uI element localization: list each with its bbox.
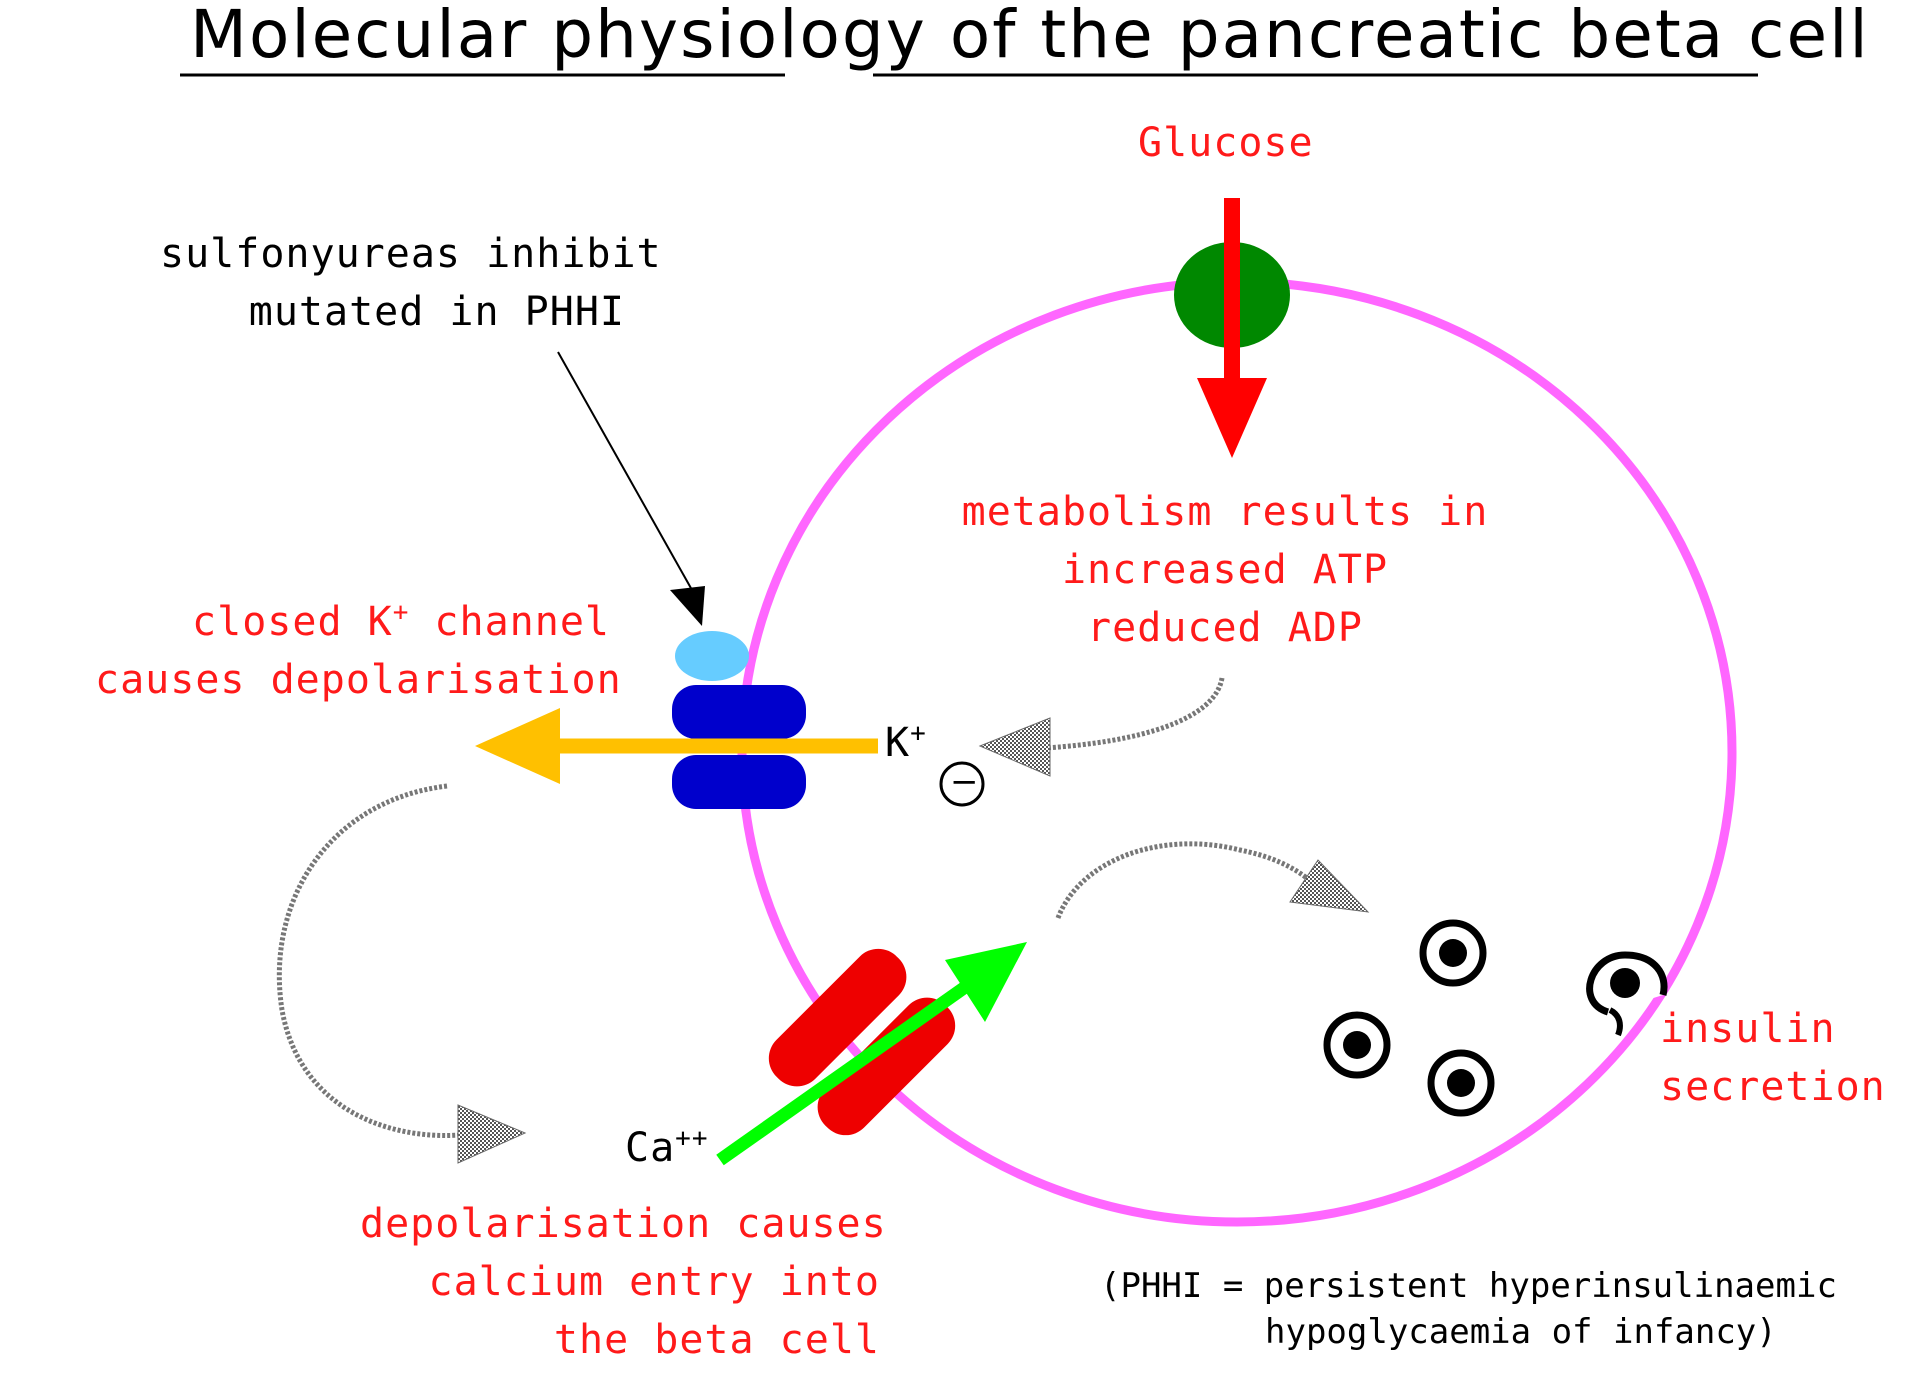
insulin-vesicle [1323, 1011, 1391, 1079]
minus-circle [939, 761, 985, 807]
ca-entry-arrow-head [945, 942, 1027, 1022]
page-title: Molecular physiology of the pancreatic b… [190, 0, 1870, 73]
sulfonyurea-pointer-line [557, 351, 693, 591]
depolarisation-loop-arrowhead [457, 1104, 527, 1164]
atp-inhibition-arrowhead [978, 717, 1051, 777]
phhi-line-2: hypoglycaemia of infancy) [1265, 1312, 1777, 1352]
closed-k-line-1: closed K+ channel [192, 597, 610, 645]
insulin-line-2: secretion [1660, 1064, 1886, 1110]
sulfonyurea-line-2: mutated in PHHI [248, 289, 625, 335]
minus-sign: − [950, 762, 979, 802]
sulfonyurea-line-1: sulfonyureas inhibit [160, 231, 662, 277]
glucose-label: Glucose [1138, 120, 1314, 166]
sulfonyurea-pointer-head [670, 586, 705, 626]
calcium-to-vesicles-arrowhead [1289, 859, 1370, 913]
depolarisation-loop-curve [276, 783, 461, 1139]
depolarisation-annotation: depolarisation causes calcium entry into… [360, 1195, 887, 1369]
phhi-line-1: (PHHI = persistent hyperinsulinaemic [1100, 1266, 1837, 1306]
insulin-vesicle [1419, 919, 1487, 987]
depolarisation-line-3: the beta cell [553, 1317, 880, 1363]
metabolism-line-3: reduced ADP [1087, 605, 1363, 651]
metabolism-annotation: metabolism results in increased ATP redu… [960, 483, 1490, 657]
metabolism-line-2: increased ATP [1061, 547, 1389, 593]
ca-entry-arrow-shaft [716, 972, 982, 1166]
exocytosing-vesicle [1586, 951, 1668, 1037]
k-efflux-arrow-head [475, 708, 560, 784]
glucose-arrow-head [1197, 378, 1267, 458]
closed-k-channel-annotation: closed K+ channel causes depolarisation [95, 593, 622, 709]
closed-k-line-2: causes depolarisation [95, 657, 622, 703]
atp-inhibition-curve [1044, 677, 1225, 751]
calcium-to-vesicles-curve [1055, 841, 1322, 919]
depolarisation-line-2: calcium entry into [428, 1259, 880, 1305]
k-channel-lower-subunit [672, 755, 806, 809]
calcium-ion-label: Ca++ [625, 1123, 709, 1171]
ca-channel [768, 948, 956, 1136]
phhi-definition: (PHHI = persistent hyperinsulinaemic hyp… [1100, 1263, 1837, 1355]
potassium-ion-label: K+ [885, 718, 927, 766]
sulfonyurea-annotation: sulfonyureas inhibit mutated in PHHI [160, 225, 662, 341]
insulin-secretion-annotation: insulin secretion [1660, 1000, 1886, 1116]
k-channel-upper-subunit [672, 685, 806, 739]
sur-subunit [675, 631, 749, 681]
depolarisation-line-1: depolarisation causes [360, 1201, 887, 1247]
insulin-vesicle [1427, 1049, 1495, 1117]
insulin-line-1: insulin [1660, 1006, 1836, 1052]
metabolism-line-1: metabolism results in [961, 489, 1489, 535]
